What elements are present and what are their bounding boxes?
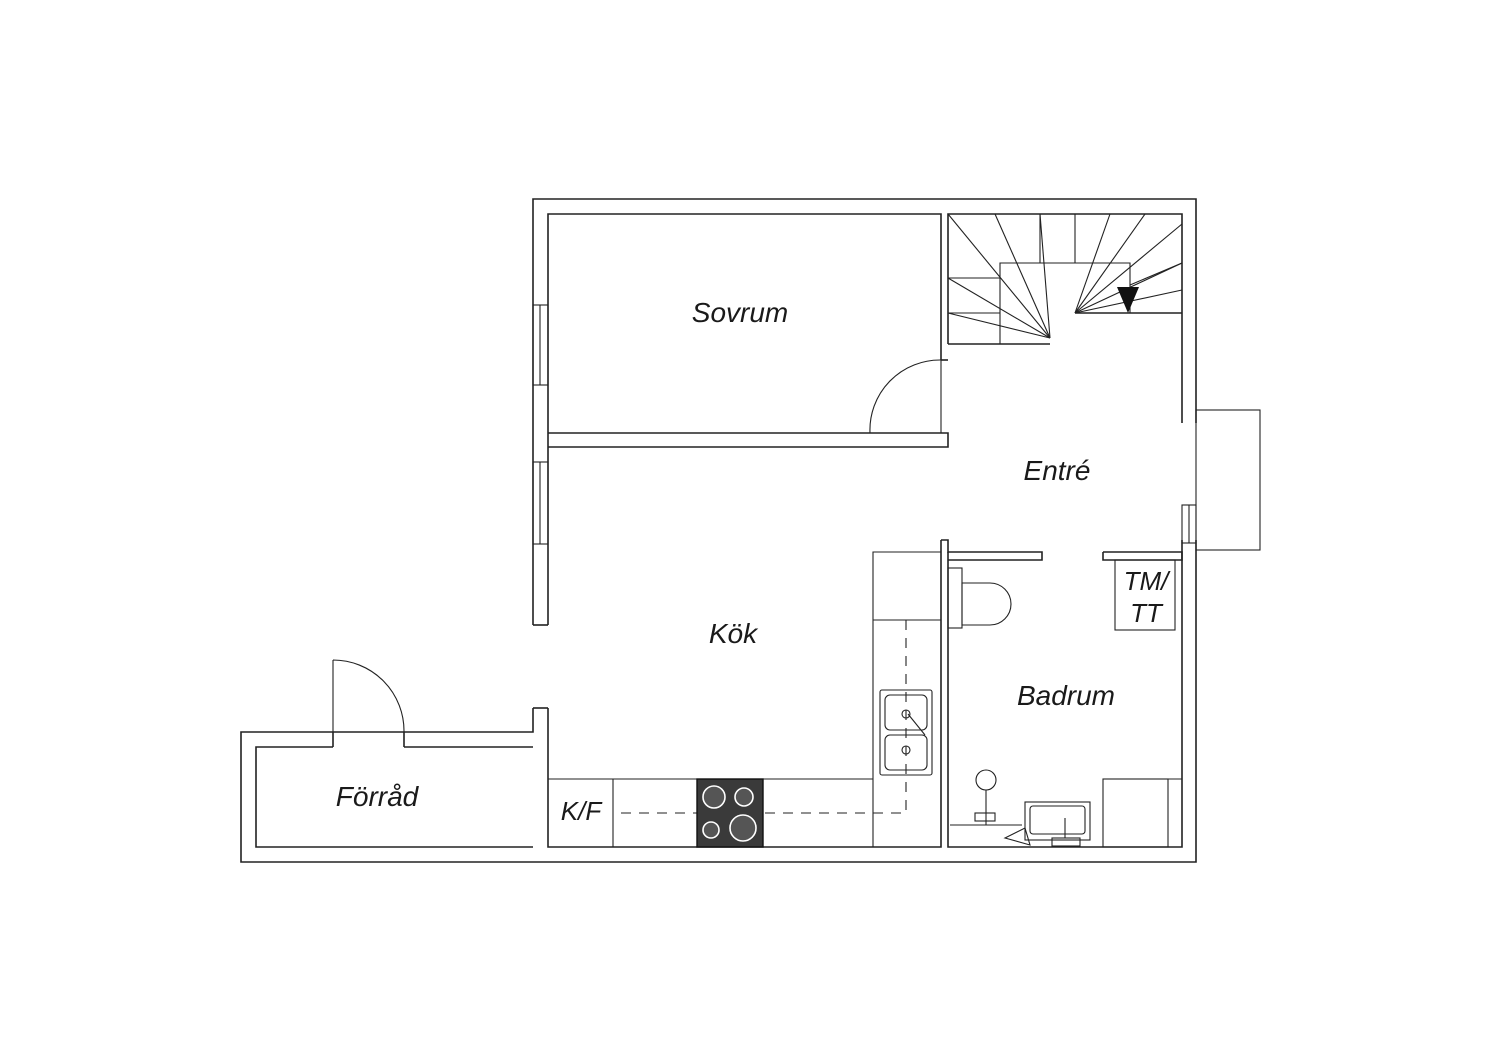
room-label-forrad: Förråd (336, 781, 420, 812)
window-entre (1181, 504, 1197, 544)
fixture-label-tt: TT (1130, 598, 1164, 628)
room-label-kok: Kök (709, 618, 759, 649)
window-kok (532, 461, 549, 545)
toilet (947, 567, 1012, 629)
bathroom-sink (1003, 801, 1091, 847)
bathroom-cabinet (1102, 778, 1182, 848)
door-forrad (332, 659, 405, 733)
interior-walls (548, 312, 1183, 561)
entrance-step (1195, 409, 1261, 551)
fixture-label-kf: K/F (561, 796, 604, 826)
window-sovrum (532, 304, 549, 386)
fixture-label-tm: TM/ (1124, 566, 1172, 596)
stove (696, 778, 764, 848)
room-label-badrum: Badrum (1017, 680, 1115, 711)
washer-dryer (1114, 559, 1176, 631)
door-sovrum (869, 359, 942, 434)
staircase (947, 213, 1183, 344)
kitchen-sink (879, 689, 933, 776)
room-label-sovrum: Sovrum (692, 297, 788, 328)
stair-arrow-icon (1117, 287, 1139, 313)
room-label-entre: Entré (1024, 455, 1091, 486)
shower (950, 769, 1022, 826)
